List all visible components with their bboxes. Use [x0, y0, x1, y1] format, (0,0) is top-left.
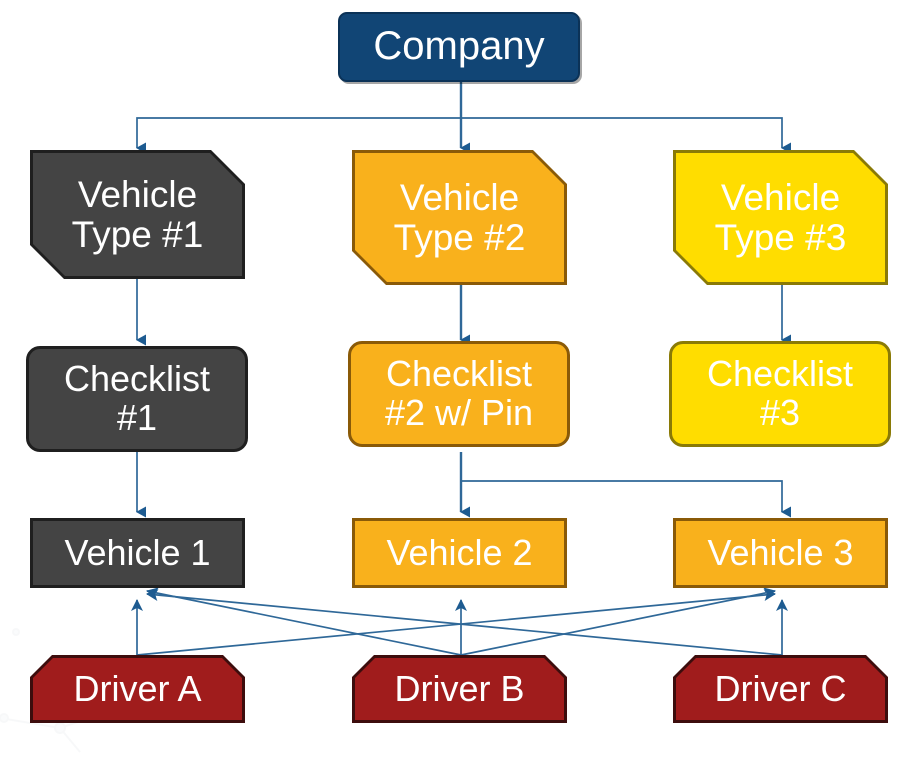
edge-company-type3	[461, 117, 791, 154]
node-checklist-1[interactable]: Checklist #1	[26, 346, 248, 452]
edge-driverC-vehicle1	[146, 589, 783, 656]
node-driver-c[interactable]: Driver C	[673, 655, 888, 723]
node-vehicle-type-1[interactable]: Vehicle Type #1	[30, 150, 245, 279]
node-driver-c-label: Driver C	[714, 667, 847, 709]
node-vehicle-2[interactable]: Vehicle 2	[352, 518, 567, 588]
node-vehicle-1-label: Vehicle 1	[64, 531, 211, 573]
edge-checklist2-vehicle3	[461, 480, 791, 518]
node-checklist-2[interactable]: Checklist #2 w/ Pin	[348, 341, 570, 447]
node-vehicle-type-3-label: Vehicle Type #3	[714, 176, 847, 258]
node-vehicle-type-2-fill	[355, 153, 564, 282]
node-checklist-3-label: Checklist #3	[706, 353, 854, 433]
node-checklist-3[interactable]: Checklist #3	[669, 341, 891, 447]
node-company[interactable]: Company	[338, 12, 580, 82]
node-vehicle-type-2[interactable]: Vehicle Type #2	[352, 150, 567, 285]
node-vehicle-3[interactable]: Vehicle 3	[673, 518, 888, 588]
node-driver-a[interactable]: Driver A	[30, 655, 245, 723]
node-vehicle-type-1-label: Vehicle Type #1	[71, 173, 204, 255]
edge-driverB-vehicle3	[460, 587, 776, 656]
node-company-label: Company	[373, 24, 545, 69]
edge-company-type1	[136, 117, 461, 154]
node-vehicle-type-3[interactable]: Vehicle Type #3	[673, 150, 888, 285]
node-vehicle-type-2-label: Vehicle Type #2	[393, 176, 526, 258]
node-vehicle-type-3-fill	[676, 153, 885, 282]
node-vehicle-2-label: Vehicle 2	[386, 531, 533, 573]
node-driver-c-fill	[676, 658, 885, 720]
node-driver-a-label: Driver A	[73, 667, 202, 709]
node-checklist-2-label: Checklist #2 w/ Pin	[384, 353, 534, 433]
node-driver-a-fill	[33, 658, 242, 720]
node-driver-b[interactable]: Driver B	[352, 655, 567, 723]
node-vehicle-3-label: Vehicle 3	[707, 531, 854, 573]
node-vehicle-type-1-fill	[33, 153, 242, 276]
node-vehicle-1[interactable]: Vehicle 1	[30, 518, 245, 588]
node-checklist-1-label: Checklist #1	[63, 358, 211, 438]
node-driver-b-label: Driver B	[394, 667, 525, 709]
node-driver-b-fill	[355, 658, 564, 720]
edge-driverB-vehicle1	[146, 587, 462, 656]
